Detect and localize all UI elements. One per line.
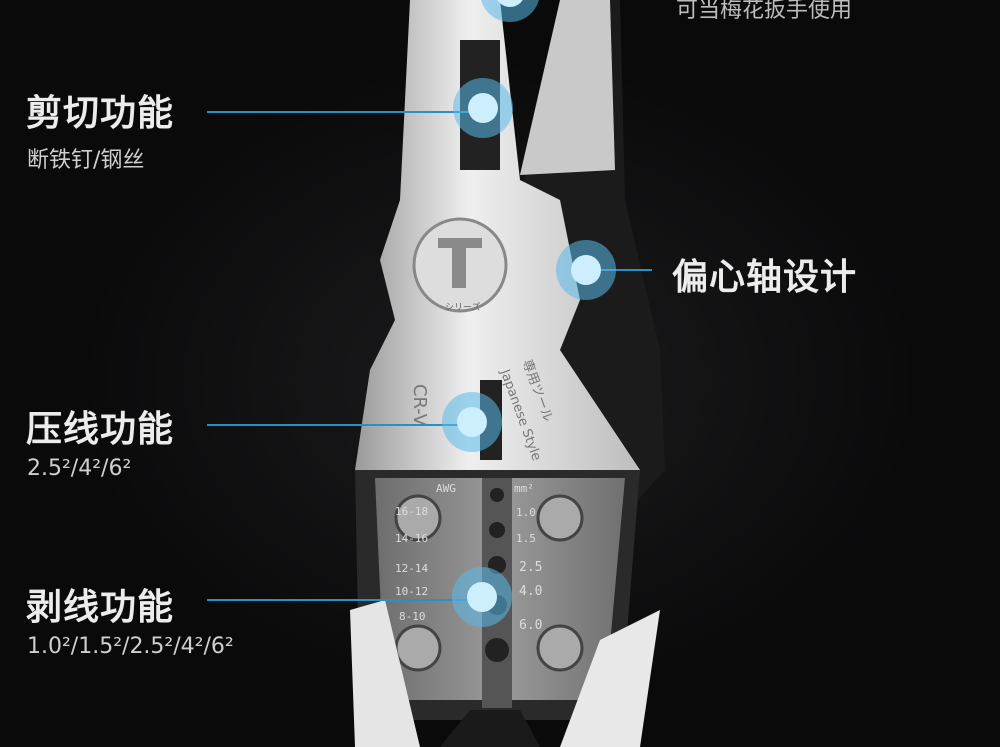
mm-size: 1.5 — [516, 532, 536, 545]
mm-size: 6.0 — [519, 618, 543, 633]
cutting-callout-dot — [453, 78, 513, 138]
eccentric-callout-dot — [556, 240, 616, 300]
awg-size: 14-16 — [395, 532, 429, 545]
cutting-title: 剪切功能 — [26, 93, 175, 134]
awg-size: 10-12 — [395, 585, 429, 598]
mm-header: mm² — [514, 482, 534, 495]
awg-header: AWG — [436, 482, 456, 495]
logo-text: シリーズ — [445, 303, 481, 313]
cutting-callout-line — [207, 111, 477, 113]
crimping-callout-dot — [442, 392, 502, 452]
stripping-callout-line — [207, 599, 472, 601]
eccentric-callout-line — [600, 269, 652, 271]
stripping-callout-dot — [452, 567, 512, 627]
wrench-callout-text: 可当梅花扳手使用 — [676, 0, 853, 23]
awg-size: 8-10 — [399, 610, 426, 623]
eccentric-title: 偏心轴设计 — [672, 257, 858, 298]
awg-size: 16-18 — [395, 505, 429, 518]
crimping-title: 压线功能 — [26, 409, 175, 450]
mm-size: 1.0 — [516, 506, 536, 519]
mm-size: 2.5 — [519, 560, 543, 575]
stripping-title: 剥线功能 — [26, 587, 175, 628]
material-marking: CR-V — [409, 383, 431, 427]
crimping-description: 2.5²/4²/6² — [27, 456, 132, 481]
crimping-callout-line — [207, 424, 462, 426]
awg-size: 12-14 — [395, 562, 429, 575]
wrench-callout-dot — [480, 0, 540, 22]
cutting-description: 断铁钉/钢丝 — [27, 148, 145, 173]
mm-size: 4.0 — [519, 584, 543, 599]
stripping-description: 1.0²/1.5²/2.5²/4²/6² — [27, 634, 234, 659]
